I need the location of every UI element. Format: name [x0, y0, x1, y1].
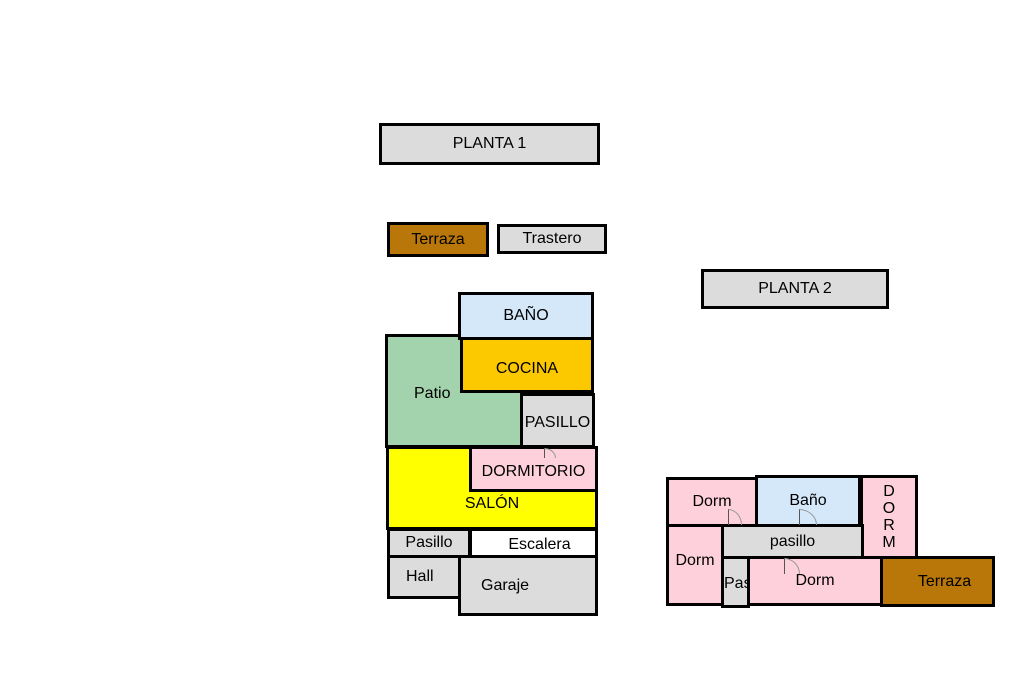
- room-cocina: COCINA: [460, 337, 594, 393]
- room-pas: Pas: [721, 556, 750, 608]
- planta-2-label: PLANTA 2: [758, 280, 832, 297]
- room-bano-p1: BAÑO: [458, 292, 594, 340]
- room-hall: Hall: [387, 555, 463, 599]
- room-label: Terraza: [411, 230, 465, 248]
- room-trastero: Trastero: [497, 224, 607, 254]
- room-label: DORMITORIO: [481, 463, 586, 480]
- room-label-letter: D: [883, 483, 895, 500]
- room-label: Pasillo: [405, 534, 453, 551]
- room-dorm-top-left: Dorm: [666, 477, 758, 527]
- room-terraza-p2: Terraza: [880, 556, 995, 607]
- room-label: PASILLO: [524, 413, 591, 431]
- room-label: BAÑO: [503, 307, 549, 324]
- room-label: Dorm: [795, 572, 835, 589]
- room-label-letter: O: [882, 500, 896, 517]
- room-label: Pas: [724, 575, 750, 592]
- room-label-letter: R: [883, 517, 895, 534]
- room-label: pasillo: [769, 532, 816, 550]
- room-label: Escalera: [508, 536, 571, 553]
- room-label: Garaje: [481, 576, 530, 594]
- room-label: Trastero: [522, 230, 582, 247]
- room-terraza-p1: Terraza: [387, 222, 489, 257]
- room-label: SALÓN: [464, 495, 520, 512]
- room-dorm-left: Dorm: [666, 524, 724, 606]
- room-label: COCINA: [495, 360, 559, 377]
- room-label: Baño: [789, 492, 827, 509]
- room-dormitorio: DORMITORIO: [469, 446, 598, 492]
- room-garaje: Garaje: [458, 555, 598, 616]
- room-label: Dorm: [675, 552, 715, 569]
- planta-1-title: PLANTA 1: [379, 123, 600, 165]
- planta-2-title: PLANTA 2: [701, 269, 889, 309]
- room-label: Terraza: [917, 572, 972, 590]
- room-pasillo-upper: PASILLO: [520, 393, 595, 448]
- room-label: Patio: [414, 385, 451, 402]
- room-label: Dorm: [692, 493, 732, 510]
- planta-1-label: PLANTA 1: [452, 135, 527, 152]
- room-label: Hall: [406, 568, 434, 585]
- room-pasillo-p2: pasillo: [721, 524, 864, 559]
- room-dorm-bottom: Dorm: [747, 556, 883, 606]
- room-pasillo-lower: Pasillo: [387, 528, 471, 558]
- room-label-letter: M: [882, 534, 896, 551]
- room-escalera: Escalera: [469, 528, 598, 558]
- room-dorm-vertical: D O R M: [860, 475, 918, 559]
